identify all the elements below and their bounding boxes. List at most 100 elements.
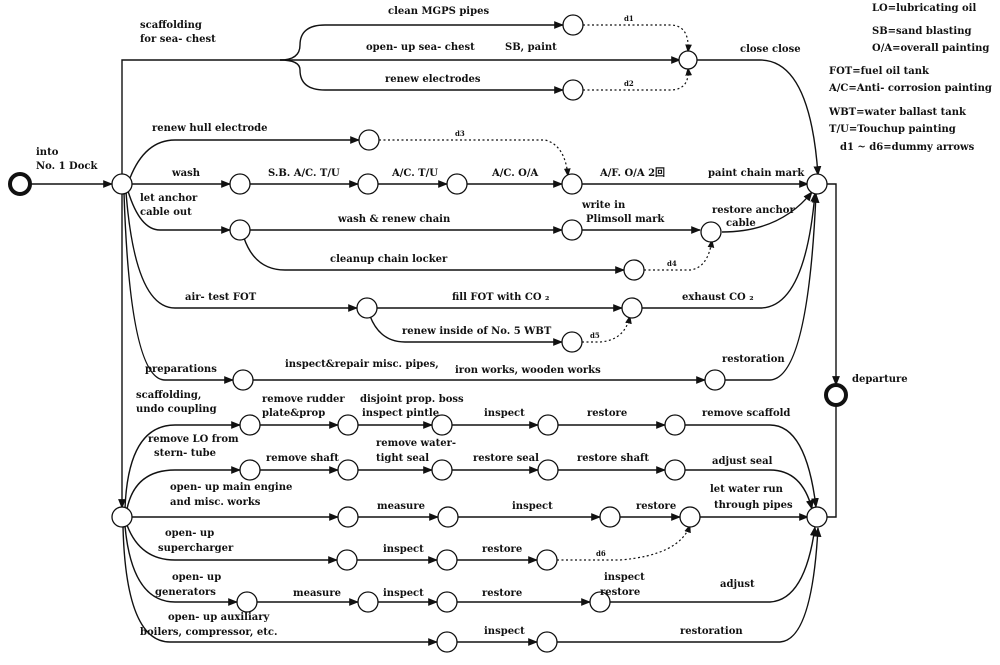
event-node	[561, 331, 583, 353]
event-node	[562, 14, 584, 36]
activity-label: inspect	[604, 572, 645, 583]
activity-label: inspect	[383, 544, 424, 555]
hub-node-main	[111, 173, 133, 195]
start-node	[8, 172, 32, 196]
activity-label: renew hull electrode	[152, 123, 268, 134]
event-node	[664, 414, 686, 436]
activity-label: restore	[600, 587, 640, 598]
event-node	[357, 173, 379, 195]
activity-label: S.B. A/C. T/U	[268, 168, 340, 179]
activity-label: A/F. O/A 2回	[599, 167, 665, 179]
end-hub-upper	[806, 173, 828, 195]
event-node	[232, 369, 254, 391]
activity-label: remove scaffold	[702, 408, 790, 419]
event-node	[337, 459, 359, 481]
legend-item: LO=lubricating oil	[872, 3, 976, 14]
event-node	[536, 549, 558, 571]
activity-label: clean MGPS pipes	[388, 6, 489, 17]
activity-label: inspect pintle	[362, 408, 439, 419]
event-node	[239, 414, 261, 436]
activity-label: stern- tube	[154, 448, 216, 459]
event-node	[678, 50, 698, 70]
activity-label: tight seal	[376, 453, 429, 464]
activity-label: supercharger	[158, 543, 234, 554]
activity-label: generators	[155, 587, 216, 598]
activity-labels: into No. 1 Dock departure scaffolding fo…	[36, 6, 908, 638]
activity-label: remove water-	[376, 438, 456, 449]
dummy-label: d2	[624, 79, 634, 88]
event-node	[599, 506, 621, 528]
activity-label: cable out	[140, 207, 192, 218]
activity-label: restoration	[680, 626, 743, 637]
legend-item: d1 ~ d6=dummy arrows	[840, 142, 975, 153]
activity-label: open- up main engine	[170, 482, 292, 493]
legend: LO=lubricating oil SB=sand blasting O/A=…	[828, 3, 992, 153]
activity-label: remove rudder	[262, 394, 345, 405]
activity-label: measure	[293, 588, 341, 599]
legend-item: FOT=fuel oil tank	[829, 66, 930, 77]
activity-label: inspect	[512, 501, 553, 512]
dummy-label: d5	[590, 331, 600, 340]
activity-label: plate&prop	[262, 408, 325, 419]
activity-label: iron works, wooden works	[455, 365, 601, 376]
activity-label: scaffolding	[140, 20, 202, 31]
activity-label: cleanup chain locker	[330, 254, 448, 265]
legend-item: O/A=overall painting	[872, 43, 989, 54]
event-nodes	[8, 14, 848, 653]
event-node	[589, 591, 611, 613]
event-node	[337, 414, 359, 436]
event-node	[337, 506, 359, 528]
legend-item: SB=sand blasting	[872, 26, 972, 37]
activity-label: inspect	[383, 588, 424, 599]
dummy-labels: d1 d2 d3 d4 d5 d6	[455, 14, 677, 558]
departure-node	[824, 383, 848, 407]
activity-label: undo coupling	[136, 404, 217, 415]
activity-label: restore	[482, 588, 522, 599]
event-node	[229, 219, 251, 241]
activity-label: SB, paint	[505, 42, 557, 53]
dummy-label: d6	[596, 549, 606, 558]
event-node	[431, 459, 453, 481]
event-node	[431, 414, 453, 436]
activity-label: through pipes	[714, 500, 793, 511]
activity-label: adjust	[720, 579, 755, 590]
activity-label: measure	[377, 501, 425, 512]
activity-label: disjoint prop. boss	[360, 394, 464, 405]
activity-label: A/C. T/U	[391, 168, 438, 179]
activity-label: close close	[740, 44, 801, 55]
activity-label: boilers, compressor, etc.	[140, 627, 277, 638]
event-node	[537, 414, 559, 436]
dummy-label: d1	[624, 14, 634, 23]
activity-label: wash & renew chain	[337, 214, 451, 225]
event-node	[336, 549, 358, 571]
event-node	[700, 221, 722, 243]
activity-label: restore seal	[473, 453, 539, 464]
activity-label: restore shaft	[577, 453, 649, 464]
activity-label: restore	[587, 408, 627, 419]
activity-label: restore	[482, 544, 522, 555]
activity-label: inspect	[484, 626, 525, 637]
legend-item: T/U=Touchup painting	[829, 124, 956, 135]
hub-node-lower	[111, 506, 133, 528]
activity-label: restore	[636, 501, 676, 512]
activity-label: adjust seal	[712, 456, 773, 467]
activity-label: open- up auxiliary	[168, 612, 271, 623]
activity-label: open- up sea- chest	[366, 42, 475, 53]
event-node	[356, 297, 378, 319]
activity-label: renew electrodes	[385, 74, 481, 85]
activity-label: let water run	[710, 484, 784, 495]
activity-arrows	[31, 21, 840, 646]
event-node	[536, 631, 558, 653]
event-node	[704, 369, 726, 391]
event-node	[436, 591, 458, 613]
into-label: No. 1 Dock	[36, 161, 98, 172]
event-node	[621, 297, 643, 319]
event-node	[239, 459, 261, 481]
activity-label: fill FOT with CO ₂	[452, 292, 549, 303]
event-node	[664, 459, 686, 481]
activity-label: open- up	[172, 572, 221, 583]
dummy-label: d3	[455, 129, 465, 138]
dummy-label: d4	[667, 259, 677, 268]
into-label: into	[36, 147, 59, 158]
